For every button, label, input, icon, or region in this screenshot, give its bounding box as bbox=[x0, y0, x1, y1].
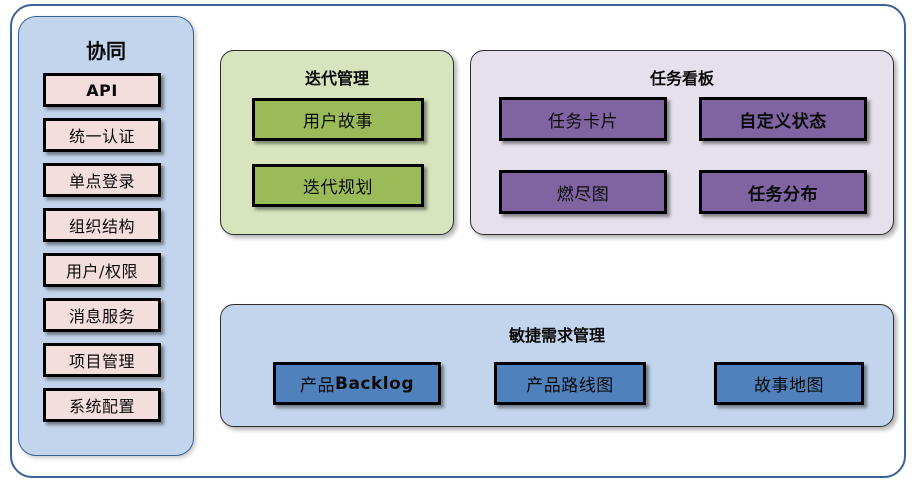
sidebar-item-project-management[interactable]: 项目管理 bbox=[43, 343, 161, 377]
sidebar-item-unified-auth[interactable]: 统一认证 bbox=[43, 118, 161, 152]
iteration-panel-title: 迭代管理 bbox=[304, 69, 369, 88]
sidebar-item-system-config[interactable]: 系统配置 bbox=[43, 388, 161, 422]
sidebar-item-message-service[interactable]: 消息服务 bbox=[43, 298, 161, 332]
node-story-map[interactable]: 故事地图 bbox=[714, 362, 864, 405]
sidebar-item-user-permission[interactable]: 用户/权限 bbox=[43, 253, 161, 287]
panel-iteration-management: 迭代管理 用户故事 迭代规划 bbox=[220, 50, 454, 235]
taskboard-panel-title: 任务看板 bbox=[649, 69, 714, 88]
node-user-story[interactable]: 用户故事 bbox=[252, 98, 424, 141]
sidebar-item-sso[interactable]: 单点登录 bbox=[43, 163, 161, 197]
node-burndown-chart[interactable]: 燃尽图 bbox=[499, 170, 667, 214]
sidebar-panel-collaboration: 协同 API 统一认证 单点登录 组织结构 用户/权限 消息服务 项目管理 系统… bbox=[18, 16, 194, 456]
node-task-distribution[interactable]: 任务分布 bbox=[699, 170, 867, 214]
node-custom-status[interactable]: 自定义状态 bbox=[699, 97, 867, 141]
node-product-backlog-latin: Backlog bbox=[335, 373, 414, 394]
sidebar-title: 协同 bbox=[86, 39, 126, 63]
panel-task-board: 任务看板 任务卡片 自定义状态 燃尽图 任务分布 bbox=[470, 50, 894, 235]
node-iteration-planning[interactable]: 迭代规划 bbox=[252, 164, 424, 207]
sidebar-item-api[interactable]: API bbox=[43, 73, 161, 107]
diagram-outer-frame: 协同 API 统一认证 单点登录 组织结构 用户/权限 消息服务 项目管理 系统… bbox=[10, 4, 906, 478]
node-product-roadmap[interactable]: 产品路线图 bbox=[494, 362, 646, 405]
node-task-card[interactable]: 任务卡片 bbox=[499, 97, 667, 141]
sidebar-item-org-structure[interactable]: 组织结构 bbox=[43, 208, 161, 242]
node-product-backlog-han: 产品 bbox=[300, 376, 335, 396]
agile-panel-title: 敏捷需求管理 bbox=[508, 326, 605, 345]
